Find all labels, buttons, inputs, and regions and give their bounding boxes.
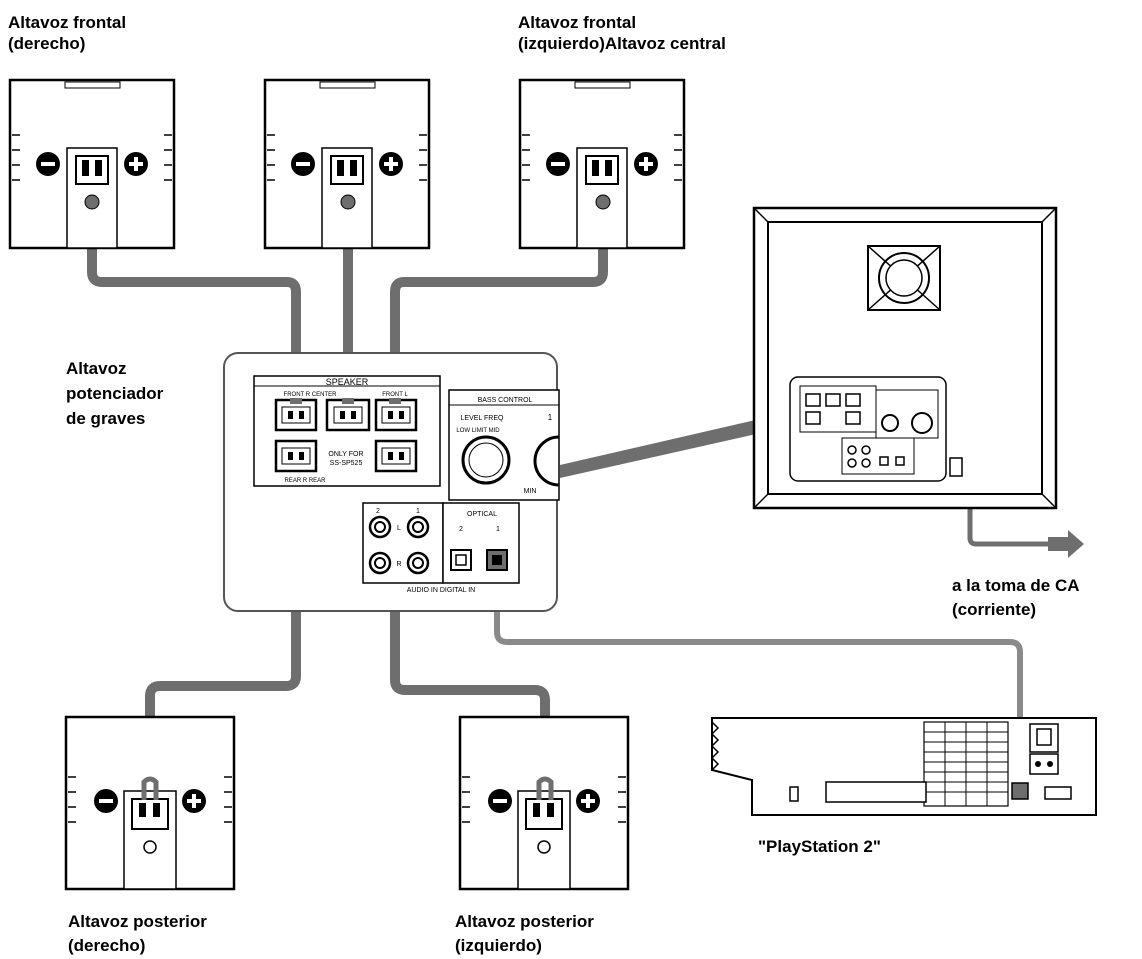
label-rear-right: Altavoz posterior (derecho) [68, 912, 207, 955]
speaker-rear-left [458, 715, 630, 891]
cable-front-right [87, 200, 301, 405]
panel-front-r-center: FRONT R CENTER [284, 392, 338, 398]
panel-speaker-label: SPEAKER [326, 377, 369, 387]
panel-opt-2: 2 [459, 526, 463, 533]
playstation-2 [710, 717, 1097, 816]
arrow-right-icon [1048, 530, 1084, 558]
panel-low-mid: LOW LIMIT MID [456, 428, 500, 434]
panel-front-l: FRONT L [382, 392, 408, 398]
subwoofer-back [752, 206, 1058, 510]
cable-rear-right [145, 455, 301, 805]
magnifier-wedge [560, 412, 792, 478]
panel-model: SS-SP525 [330, 460, 363, 467]
panel-audio-in-2: 2 [376, 508, 380, 515]
panel-level-freq: LEVEL FREQ [461, 415, 504, 422]
cable-optical [494, 525, 1023, 785]
panel-l: L [397, 525, 401, 532]
cables [87, 200, 1053, 805]
label-front-right: Altavoz frontal (derecho) [8, 13, 127, 53]
speaker-center [263, 78, 431, 250]
panel-rear: REAR R REAR [284, 478, 326, 484]
label-playstation-2: "PlayStation 2" [758, 837, 881, 856]
panel-min: MIN [524, 488, 537, 495]
freq-knob [533, 435, 560, 487]
speaker-front-right [8, 78, 176, 250]
label-rear-left: Altavoz posterior (izquierdo) [455, 912, 594, 955]
panel-opt-1: 1 [496, 526, 500, 533]
cable-front-left [390, 200, 608, 405]
cable-rear-left [390, 455, 550, 805]
panel-one: 1 [548, 413, 553, 422]
cable-ac [957, 467, 1053, 547]
panel-audio-digital-in: AUDIO IN DIGITAL IN [407, 587, 475, 594]
panel-optical: OPTICAL [467, 511, 497, 518]
speaker-rear-right [64, 715, 236, 891]
speaker-front-left [518, 78, 686, 250]
label-subwoofer: Altavoz potenciador de graves [66, 359, 164, 428]
fan-grille-icon [867, 245, 941, 311]
panel-only-for: ONLY FOR [328, 451, 363, 458]
subwoofer-panel: SPEAKER FRONT R CENTER FRONT L ONLY FOR … [223, 352, 560, 612]
panel-bass-control: BASS CONTROL [478, 397, 533, 404]
label-front-left-center: Altavoz frontal (izquierdo)Altavoz centr… [518, 13, 726, 53]
panel-audio-in-1: 1 [416, 508, 420, 515]
label-ac-outlet: a la toma de CA (corriente) [952, 576, 1080, 619]
panel-r: R [396, 561, 401, 568]
